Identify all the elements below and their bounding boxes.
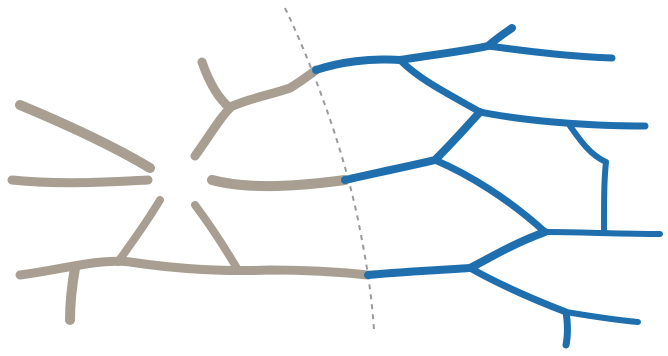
branch-middle-down [435,160,545,232]
branch-top-down [400,60,480,112]
branch-top-mid-right [480,112,645,126]
neuron-branches-right [316,28,660,345]
branch-bottom-trunk [368,232,545,275]
soma-body [145,152,217,207]
branch-bottom-end [566,312,638,322]
branch-top-end [488,46,612,58]
divider-line [285,8,374,330]
branch-middle-end [545,232,660,234]
neuron-cell-left [12,62,368,320]
dendrite-lower-middle [195,205,238,270]
dendrite-middle-right [212,180,345,186]
dendrite-bottom-spur [70,268,75,320]
branch-notch [570,126,606,232]
dendrite-upper-left [20,105,150,168]
branch-top-trunk [316,28,512,70]
dendrite-lower-diagonal [118,200,160,262]
dendrite-left [12,180,148,183]
dendrite-upper-right [228,70,316,108]
branch-bottom-down [470,268,568,345]
